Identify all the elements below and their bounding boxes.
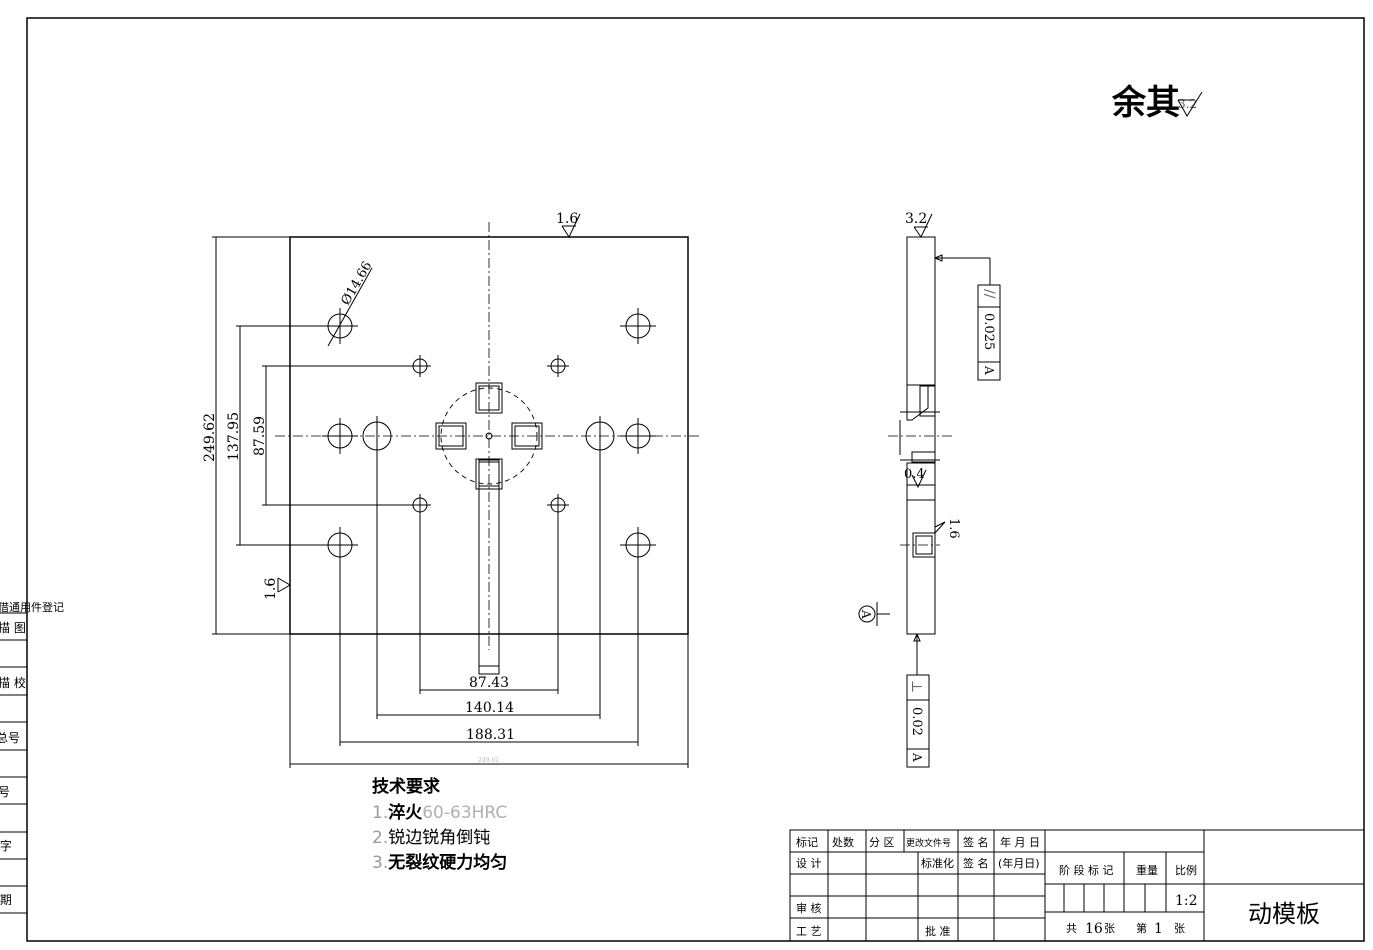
tb-sheet-unit: 张 [1174, 922, 1185, 935]
dim-faint: 249.62 [478, 757, 499, 764]
dimension-bottom-188: 188.31 [339, 557, 639, 746]
tb-total: 16 [1085, 921, 1103, 937]
tb-scale-value: 1:2 [1175, 893, 1198, 909]
dim-137-95: 137.95 [226, 412, 242, 461]
tech-req-num-3: 3. [372, 853, 389, 873]
dim-249-62: 249.62 [202, 413, 218, 462]
tb-date-2: (年月日) [998, 856, 1040, 870]
dim-140-14: 140.14 [465, 700, 514, 716]
tech-req-num-1: 1. [372, 803, 389, 823]
tech-req-text-1: 淬火 [388, 803, 423, 823]
dimension-bottom-87: 87.43 [419, 505, 559, 694]
strip-label-5: 签 字 [0, 838, 12, 853]
tech-req-hrc: 60-63HRC [422, 803, 508, 823]
strip-label-4: 底图总号 [0, 784, 10, 799]
tb-design: 设 计 [796, 857, 822, 870]
tb-sign: 签 名 [963, 835, 989, 849]
tb-stage-mark: 阶 段 标 记 [1059, 863, 1114, 877]
dimension-faint-width: 249.62 [289, 634, 689, 768]
square-insert-right [511, 422, 543, 450]
runner-slot [478, 459, 500, 675]
tech-req-item-3: 3.无裂纹硬力均匀 [372, 851, 507, 876]
tech-req-num-2: 2. [372, 828, 389, 848]
side-view: 3.2 0.4 1.6 A // 0.025 A ⊥ [858, 211, 1001, 768]
strip-label-3: 旧底图总号 [0, 730, 20, 745]
square-insert-bottom [475, 458, 503, 490]
datum-a-label: A [859, 609, 873, 619]
tb-sheet-label: 第 [1136, 921, 1147, 935]
strip-label-1: 描 图 [0, 621, 26, 635]
parallelism-datum: A [982, 365, 996, 375]
part-name: 动模板 [1248, 900, 1320, 928]
square-insert-left [435, 422, 467, 450]
parallelism-frame: // 0.025 A [977, 284, 1001, 381]
strip-label-0: 借通用件登记 [0, 600, 64, 614]
dimension-outer-hole-spacing: 137.95 [226, 325, 340, 546]
parallelism-value: 0.025 [981, 313, 996, 350]
square-insert-top [475, 382, 503, 414]
dim-188-31: 188.31 [466, 727, 515, 743]
tb-total-label: 共 [1066, 922, 1077, 935]
tb-date: 年 月 日 [1000, 835, 1040, 849]
perpendicularity-symbol: ⊥ [908, 680, 924, 693]
tb-audit: 审 核 [796, 901, 822, 915]
dim-87-59: 87.59 [252, 416, 268, 456]
tb-total-unit: 张 [1104, 922, 1115, 935]
tb-sign-2: 签 名 [963, 856, 989, 870]
left-binding-strip: 借通用件登记 描 图 描 校 旧底图总号 底图总号 签 字 日 期 [0, 600, 64, 914]
dimension-bottom-140: 140.14 [376, 450, 601, 719]
tb-change-doc: 更改文件号 [906, 837, 951, 849]
roughness-1-6-left: 1.6 [263, 578, 279, 600]
technical-requirements: 技术要求 1.淬火60-63HRC 2.锐边锐角倒钝 3.无裂纹硬力均匀 [372, 772, 507, 876]
tech-req-title: 技术要求 [372, 777, 440, 797]
tb-sheet: 1 [1154, 921, 1163, 937]
strip-label-2: 描 校 [0, 675, 26, 690]
title-block: 标记 处数 分 区 更改文件号 签 名 年 月 日 设 计 标准化 签 名 (年… [789, 829, 1365, 942]
tb-approve: 批 准 [925, 924, 951, 938]
tb-mark: 标记 [796, 835, 818, 849]
dimension-inner-hole-spacing: 87.59 [252, 365, 420, 506]
perpendicularity-frame: ⊥ 0.02 A [906, 674, 930, 768]
roughness-3-2-side: 3.2 [905, 211, 927, 227]
dim-87-43: 87.43 [469, 675, 509, 691]
drawing-border [26, 17, 1365, 942]
tech-req-text-3: 无裂纹硬力均匀 [388, 853, 508, 873]
perpendicularity-datum: A [910, 752, 924, 762]
tb-scale-label: 比例 [1175, 863, 1197, 877]
tb-standard: 标准化 [921, 856, 954, 870]
roughness-1-6-top: 1.6 [556, 211, 578, 227]
tech-req-item-1: 1.淬火60-63HRC [372, 801, 507, 826]
tech-req-text-2: 锐边锐角倒钝 [388, 828, 491, 848]
strip-label-6: 日 期 [0, 893, 12, 907]
roughness-top-front: 1.6 [556, 211, 581, 239]
parallelism-symbol: // [981, 289, 997, 299]
center-pocket-circle [440, 387, 538, 485]
dimension-overall-height: 249.62 [202, 236, 290, 635]
front-view: Ø14.66 249.62 137.95 87.59 87.43 [202, 211, 700, 768]
hole-diameter-label: Ø14.66 [338, 259, 375, 308]
roughness-note-text: 余其 [1111, 83, 1180, 123]
roughness-0-4-side: 0.4 [904, 467, 925, 482]
roughness-1-6-side: 1.6 [946, 518, 961, 539]
roughness-left-front: 1.6 [263, 577, 291, 600]
general-roughness-note: 余其 3.2 [1111, 83, 1203, 123]
tb-zone: 分 区 [869, 836, 895, 849]
perpendicularity-value: 0.02 [909, 707, 924, 736]
tb-count: 处数 [832, 836, 854, 849]
tb-process: 工 艺 [796, 925, 822, 938]
tb-weight: 重量 [1136, 863, 1158, 877]
tech-req-item-2: 2.锐边锐角倒钝 [372, 826, 507, 851]
